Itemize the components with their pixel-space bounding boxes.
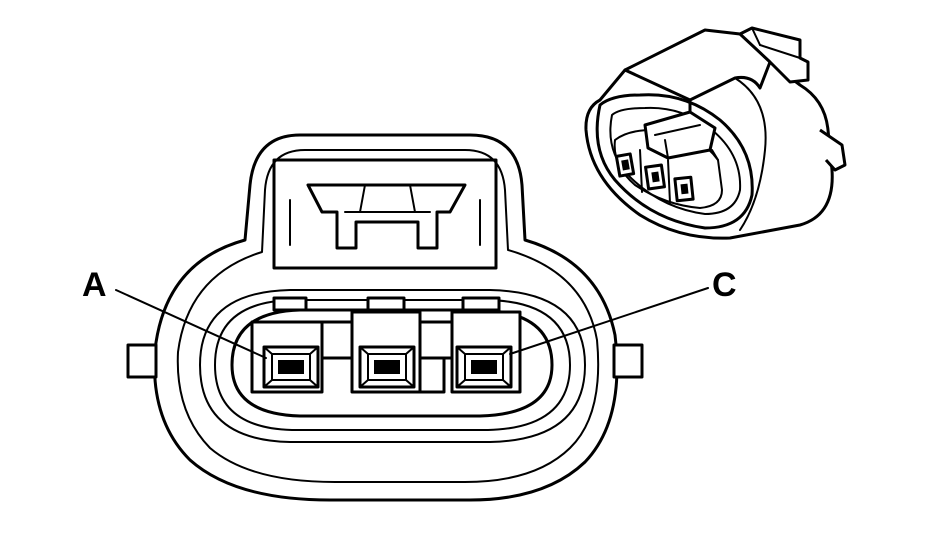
terminal-c-contact bbox=[471, 360, 497, 374]
iso-side-tab bbox=[819, 128, 847, 172]
terminal-b-contact bbox=[374, 360, 400, 374]
seal-ring-middle bbox=[214, 299, 571, 431]
side-tab-left bbox=[126, 343, 158, 379]
key-tab-b bbox=[366, 296, 406, 312]
key-tab-a bbox=[272, 296, 308, 312]
latch-edge-right bbox=[409, 184, 416, 213]
iso-divider-2 bbox=[667, 159, 671, 204]
terminal-a-inner bbox=[271, 353, 311, 381]
seal-ring-outer bbox=[199, 289, 586, 443]
leader-line-c bbox=[509, 287, 709, 355]
pin-c-label: C bbox=[712, 266, 737, 304]
iso-housing-curve bbox=[734, 77, 767, 231]
terminal-a-contact bbox=[278, 360, 304, 374]
connector-inner-shell bbox=[176, 149, 600, 483]
latch-edge-left bbox=[359, 184, 366, 213]
iso-front-rim-outer bbox=[595, 93, 754, 230]
guide-bridge-left bbox=[320, 320, 354, 360]
guide-bridge-right bbox=[418, 320, 454, 360]
connector-face-front-view bbox=[126, 133, 644, 502]
terminal-cavity bbox=[230, 308, 554, 418]
locking-latch bbox=[306, 183, 467, 250]
guide-key-post bbox=[418, 356, 446, 394]
side-tab-right bbox=[612, 343, 644, 379]
iso-divider-1 bbox=[639, 149, 643, 193]
terminal-b-inner bbox=[367, 353, 407, 381]
connector-outer-shell bbox=[152, 133, 619, 502]
terminal-c-inner bbox=[464, 353, 504, 381]
leader-line-a bbox=[115, 289, 267, 359]
pin-a-label: A bbox=[82, 266, 107, 304]
connector-isometric-view bbox=[584, 26, 847, 240]
key-tab-c bbox=[461, 296, 501, 312]
iso-inner-latch bbox=[643, 110, 717, 160]
pin-callouts: A C bbox=[82, 266, 737, 359]
iso-rear-latch bbox=[738, 26, 810, 84]
latch-housing bbox=[272, 158, 498, 270]
